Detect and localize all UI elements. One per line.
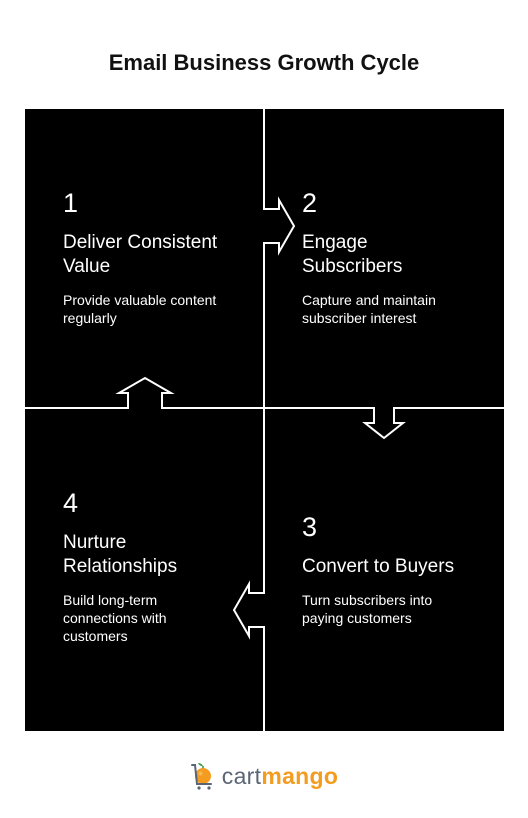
step-1-number: 1 bbox=[63, 188, 79, 218]
step-4-desc-line3: customers bbox=[63, 628, 128, 644]
step-2-card: 2 Engage Subscribers Capture and maintai… bbox=[302, 188, 492, 327]
vertical-divider bbox=[232, 109, 296, 731]
step-1-title-line2: Value bbox=[63, 256, 111, 277]
step-3-title-line1: Convert to Buyers bbox=[302, 556, 455, 577]
growth-cycle-diagram: 1 Deliver Consistent Value Provide valua… bbox=[25, 109, 504, 731]
step-3-desc-line1: Turn subscribers into bbox=[302, 592, 433, 608]
step-3-description: Turn subscribers into paying customers bbox=[302, 591, 497, 627]
step-4-number: 4 bbox=[63, 488, 79, 518]
step-1-title-line1: Deliver Consistent bbox=[63, 232, 218, 253]
step-2-title-line1: Engage bbox=[302, 232, 368, 253]
horizontal-divider bbox=[25, 376, 504, 440]
step-4-title-line1: Nurture bbox=[63, 532, 127, 553]
step-4-desc-line1: Build long-term bbox=[63, 592, 158, 608]
step-4-title-line2: Relationships bbox=[63, 556, 178, 577]
step-1-desc-line2: regularly bbox=[63, 310, 117, 326]
step-3-card: 3 Convert to Buyers Turn subscribers int… bbox=[302, 512, 497, 627]
brand-footer: cartmango bbox=[0, 762, 528, 790]
brand-part2: mango bbox=[261, 762, 339, 789]
step-1-title: Deliver Consistent Value bbox=[63, 231, 253, 279]
step-1-description: Provide valuable content regularly bbox=[63, 291, 253, 327]
step-2-description: Capture and maintain subscriber interest bbox=[302, 291, 492, 327]
step-2-number: 2 bbox=[302, 188, 318, 218]
brand-part1: cart bbox=[221, 762, 262, 789]
brand-logo-text: cartmango bbox=[222, 763, 338, 790]
step-4-desc-line2: connections with bbox=[63, 610, 167, 626]
diagram-background bbox=[25, 109, 504, 731]
step-2-title-line2: Subscribers bbox=[302, 256, 403, 277]
step-4-description: Build long-term connections with custome… bbox=[63, 591, 253, 645]
step-4-title: Nurture Relationships bbox=[63, 531, 253, 579]
step-2-desc-line2: subscriber interest bbox=[302, 310, 417, 326]
step-1-desc-line1: Provide valuable content bbox=[63, 292, 217, 308]
diagram-title: Email Business Growth Cycle bbox=[108, 50, 420, 75]
step-3-desc-line2: paying customers bbox=[302, 610, 412, 626]
step-3-number: 3 bbox=[302, 512, 318, 542]
orange-fruit-cart-icon bbox=[190, 763, 212, 790]
step-4-card: 4 Nurture Relationships Build long-term … bbox=[63, 488, 253, 645]
step-2-desc-line1: Capture and maintain bbox=[302, 292, 436, 308]
step-3-title: Convert to Buyers bbox=[302, 555, 497, 579]
step-2-title: Engage Subscribers bbox=[302, 231, 492, 279]
step-1-card: 1 Deliver Consistent Value Provide valua… bbox=[63, 188, 253, 327]
